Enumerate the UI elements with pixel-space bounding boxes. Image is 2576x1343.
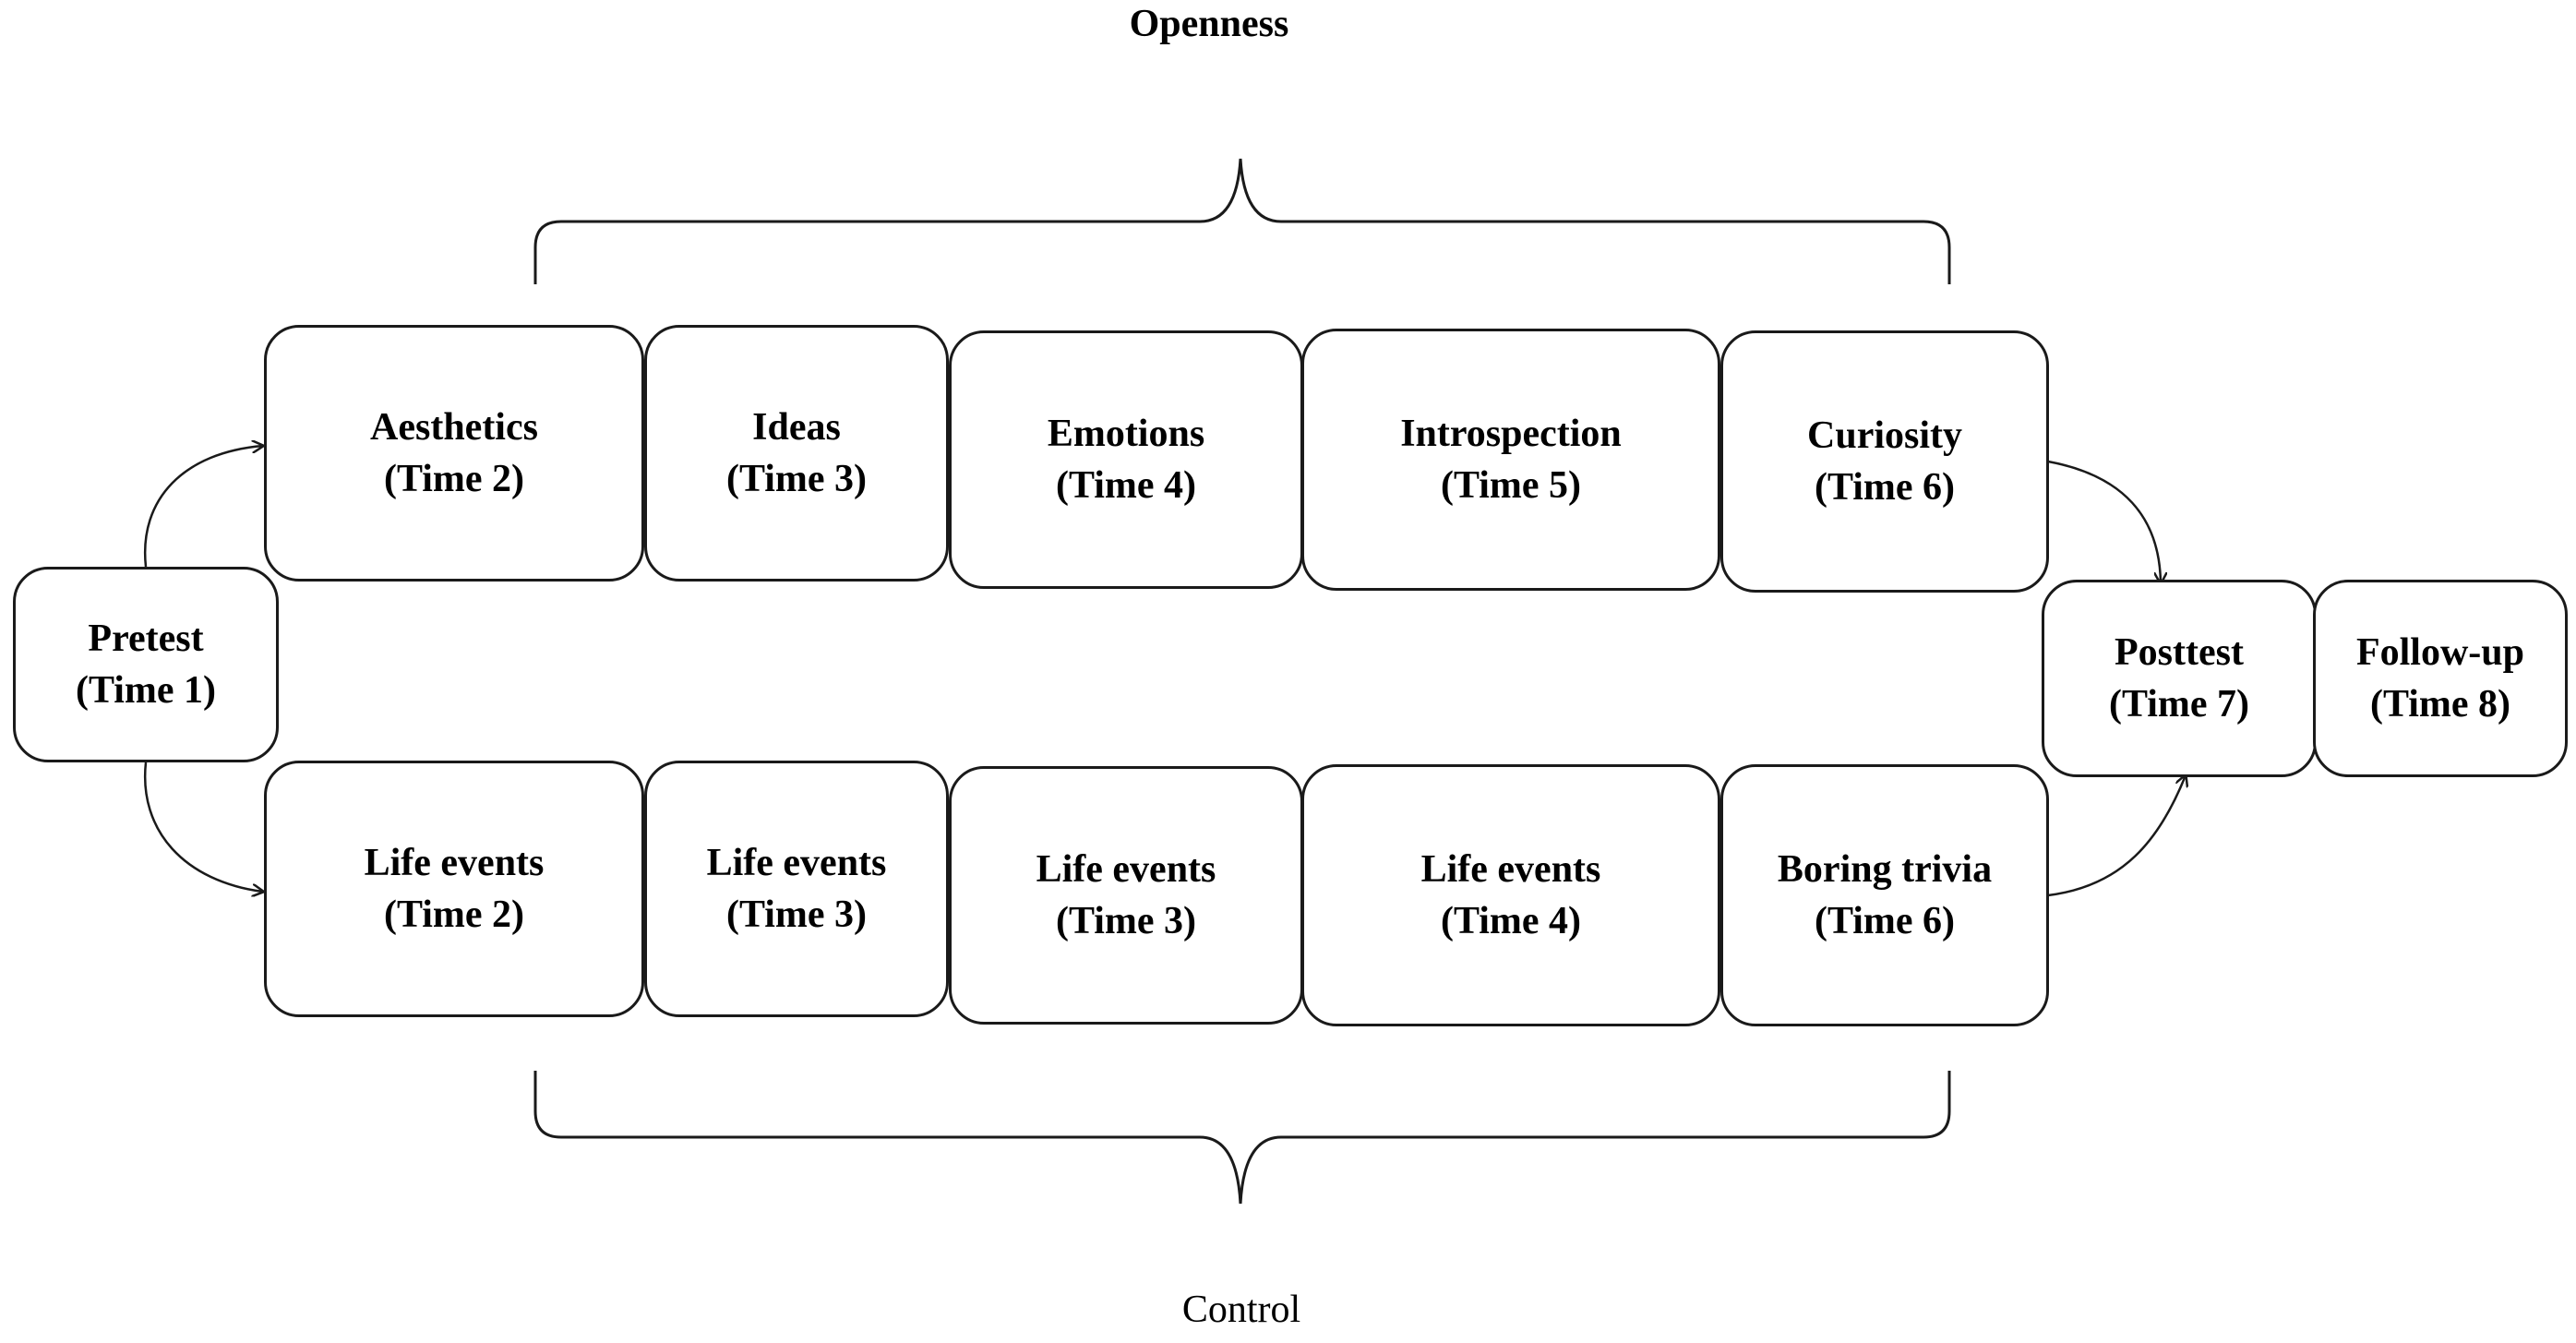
control-step-time: (Time 6) <box>1814 900 1956 942</box>
control-step-title: Life events <box>1036 848 1216 891</box>
control-brace <box>533 1071 1951 1205</box>
openness-step-title: Curiosity <box>1807 414 1962 457</box>
control-step-box: Life events (Time 2) <box>264 761 644 1017</box>
posttest-title: Posttest <box>2115 631 2244 674</box>
openness-step-title: Emotions <box>1047 413 1205 455</box>
pretest-time: (Time 1) <box>75 669 217 712</box>
openness-step-title: Aesthetics <box>370 406 538 449</box>
control-step-box: Boring trivia (Time 6) <box>1720 764 2049 1026</box>
arrow-pretest-to-openness <box>143 446 263 568</box>
control-step-box: Life events (Time 3) <box>644 761 949 1017</box>
openness-step-title: Introspection <box>1400 413 1622 455</box>
openness-step-time: (Time 5) <box>1440 464 1582 507</box>
openness-step-box: Introspection (Time 5) <box>1301 329 1720 591</box>
control-step-time: (Time 4) <box>1440 900 1582 942</box>
control-step-time: (Time 2) <box>383 893 525 936</box>
openness-step-time: (Time 3) <box>725 458 868 500</box>
posttest-box: Posttest (Time 7) <box>2042 580 2317 777</box>
control-group-label: Control <box>1181 1289 1301 1331</box>
control-step-box: Life events (Time 3) <box>949 766 1303 1025</box>
arrow-openness-to-posttest <box>2047 460 2161 583</box>
openness-brace <box>533 158 1951 284</box>
followup-box: Follow-up (Time 8) <box>2313 580 2568 777</box>
control-step-title: Life events <box>1420 848 1601 891</box>
pretest-title: Pretest <box>88 618 204 660</box>
control-step-box: Life events (Time 4) <box>1301 764 1720 1026</box>
openness-group-label: Openness <box>1129 3 1289 45</box>
followup-title: Follow-up <box>2355 631 2525 674</box>
posttest-time: (Time 7) <box>2108 683 2250 725</box>
openness-step-time: (Time 4) <box>1055 464 1197 507</box>
control-step-time: (Time 3) <box>725 893 868 936</box>
control-step-title: Life events <box>706 842 887 884</box>
openness-step-box: Aesthetics (Time 2) <box>264 325 644 582</box>
control-step-title: Life events <box>364 842 545 884</box>
arrow-pretest-to-control <box>143 761 263 892</box>
control-step-title: Boring trivia <box>1777 848 1993 891</box>
openness-step-box: Curiosity (Time 6) <box>1720 330 2049 593</box>
openness-step-time: (Time 6) <box>1814 466 1956 509</box>
followup-time: (Time 8) <box>2369 683 2511 725</box>
openness-step-box: Emotions (Time 4) <box>949 330 1303 589</box>
pretest-box: Pretest (Time 1) <box>13 567 279 762</box>
arrow-control-to-posttest <box>2047 775 2186 897</box>
control-step-time: (Time 3) <box>1055 900 1197 942</box>
openness-step-title: Ideas <box>752 406 841 449</box>
openness-step-time: (Time 2) <box>383 458 525 500</box>
openness-step-box: Ideas (Time 3) <box>644 325 949 582</box>
